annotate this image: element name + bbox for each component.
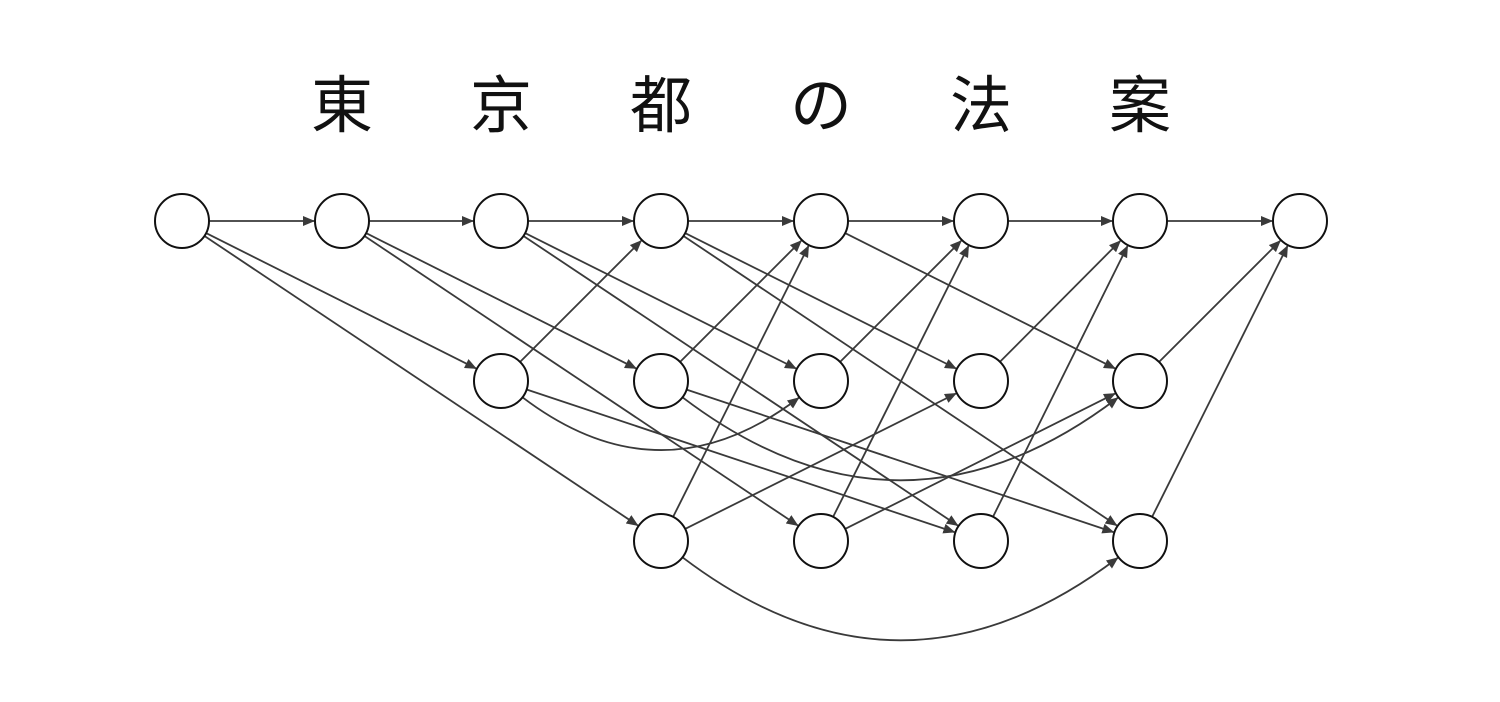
node-C5 — [953, 513, 1009, 569]
char-label-1: 京 — [470, 69, 532, 142]
node-A1 — [314, 193, 370, 249]
node-A3 — [633, 193, 689, 249]
node-B2 — [473, 353, 529, 409]
node-A0 — [154, 193, 210, 249]
edge-B3-B6 — [681, 396, 1119, 482]
char-label-4: 法 — [950, 69, 1012, 142]
char-label-5: 案 — [1109, 69, 1171, 142]
edge-A3-B5 — [684, 232, 957, 370]
edge-B5-A6 — [999, 240, 1122, 363]
edge-C4-B6 — [844, 392, 1116, 530]
edge-B2-A3 — [519, 240, 642, 363]
node-A5 — [953, 193, 1009, 249]
character-row: 東 京 都 の 法 案 — [311, 69, 1171, 142]
edge-C6-A7 — [1151, 245, 1289, 518]
edge-C3-B5 — [684, 392, 957, 530]
edge-B3-A4 — [679, 240, 802, 363]
node-C6 — [1112, 513, 1168, 569]
node-C4 — [793, 513, 849, 569]
edge-C3-C6 — [681, 556, 1119, 642]
edge-layer — [204, 216, 1289, 642]
node-B4 — [793, 353, 849, 409]
edge-A4-B6 — [844, 232, 1116, 370]
char-label-2: 都 — [630, 69, 692, 142]
edge-B2-C5 — [526, 388, 956, 534]
edge-B4-A5 — [839, 240, 962, 363]
char-label-3: の — [790, 69, 852, 142]
node-A7 — [1272, 193, 1328, 249]
edge-B6-A7 — [1158, 240, 1281, 363]
node-layer — [154, 193, 1328, 569]
node-A6 — [1112, 193, 1168, 249]
edge-A1-C4 — [364, 235, 799, 527]
edge-B2-B4 — [521, 396, 800, 451]
node-B3 — [633, 353, 689, 409]
edge-A2-B4 — [524, 232, 797, 370]
char-label-0: 東 — [311, 69, 373, 142]
node-A2 — [473, 193, 529, 249]
edge-A3-C6 — [683, 235, 1118, 527]
edge-A1-B3 — [365, 232, 637, 370]
node-B6 — [1112, 353, 1168, 409]
edge-C4-A5 — [832, 245, 970, 518]
edge-B3-C6 — [686, 388, 1115, 534]
node-B5 — [953, 353, 1009, 409]
node-C3 — [633, 513, 689, 569]
edge-A0-C3 — [204, 235, 639, 527]
node-A4 — [793, 193, 849, 249]
edge-C5-A6 — [992, 245, 1129, 518]
edge-C3-A4 — [672, 245, 810, 518]
edge-A0-B2 — [205, 232, 477, 370]
